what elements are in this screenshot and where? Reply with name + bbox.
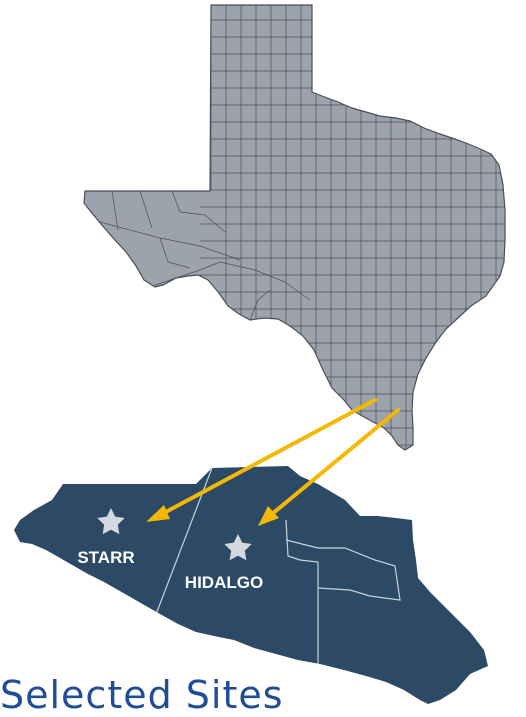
hidalgo-star-icon [224, 534, 252, 561]
caption-title: Selected Sites [0, 673, 284, 717]
arrow-head-starr [146, 505, 170, 522]
starr-star-icon [97, 508, 125, 535]
hidalgo-east-boundary [285, 519, 319, 665]
arrow-to-hidalgo [270, 408, 400, 516]
county-label-hidalgo: HIDALGO [185, 573, 263, 592]
texas-state-map [83, 4, 506, 451]
texas-outline [84, 5, 505, 450]
interior-boundary [285, 539, 401, 601]
county-label-starr: STARR [77, 548, 134, 567]
arrow-head-hidalgo [258, 506, 279, 526]
callout-arrows [146, 398, 400, 526]
arrow-to-starr [160, 398, 377, 516]
